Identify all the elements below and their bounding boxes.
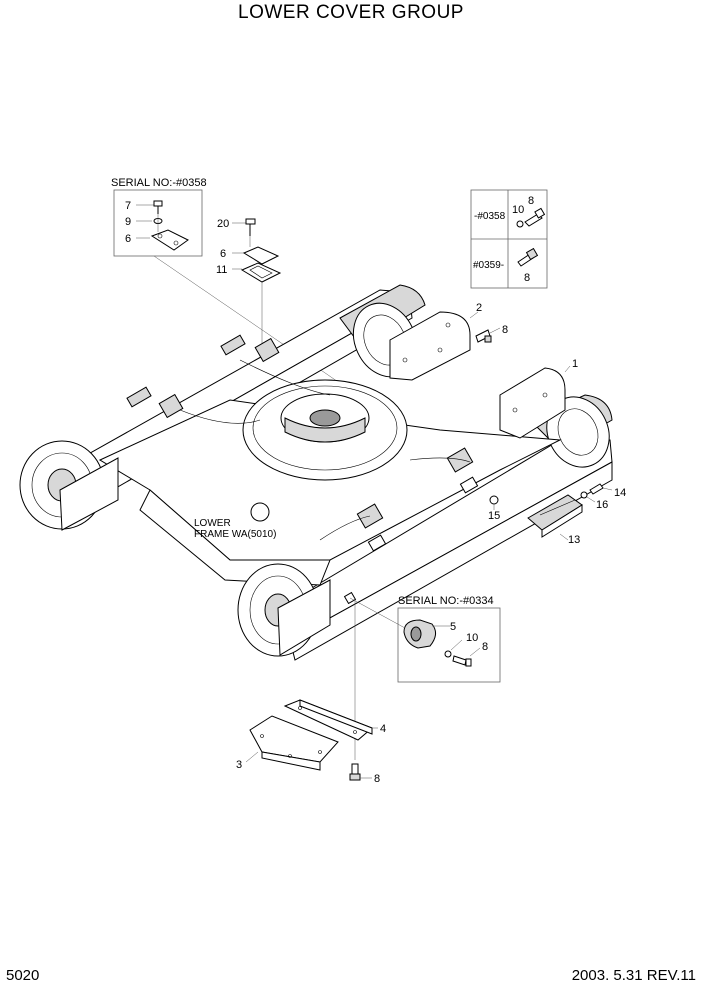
side-cover-2 (389, 311, 501, 381)
label-16: 16 (596, 499, 608, 511)
range-early-label: -#0358 (474, 211, 506, 222)
detail-box-serial-0358: SERIAL NO:-#0358 (111, 177, 351, 391)
serial-range-table: -#0358 #0359- (470, 189, 548, 289)
label-8a: 8 (528, 195, 534, 207)
label-10b: 10 (466, 632, 478, 644)
label-8d: 8 (482, 641, 488, 653)
label-2: 2 (476, 302, 482, 314)
label-5: 5 (450, 621, 456, 633)
label-20: 20 (217, 218, 229, 230)
label-8b: 8 (524, 272, 530, 284)
label-7: 7 (125, 200, 131, 212)
lower-frame (19, 284, 613, 661)
lower-frame-caption-2: FRAME WA(5010) (194, 529, 276, 540)
label-3: 3 (236, 759, 242, 771)
page-number: 5020 (6, 967, 40, 984)
label-14: 14 (614, 487, 626, 499)
label-4: 4 (380, 723, 386, 735)
side-cover-1 (499, 365, 571, 439)
step-bracket-13 (489, 483, 613, 541)
serial-0358-caption: SERIAL NO:-#0358 (111, 177, 207, 189)
cover-plate-assembly-20-6-11 (232, 218, 282, 345)
label-8c: 8 (502, 324, 508, 336)
label-9: 9 (125, 216, 131, 228)
label-10a: 10 (512, 204, 524, 216)
revision-date: 2003. 5.31 REV.11 (571, 967, 696, 984)
label-13: 13 (568, 534, 580, 546)
under-covers-3-4 (245, 600, 378, 781)
label-15: 15 (488, 510, 500, 522)
label-6a: 6 (125, 233, 131, 245)
detail-box-serial-0334: SERIAL NO:-#0334 (349, 595, 501, 683)
page-title: LOWER COVER GROUP (238, 2, 464, 23)
range-late-label: #0359- (473, 260, 504, 271)
serial-0334-caption: SERIAL NO:-#0334 (398, 595, 494, 607)
label-11: 11 (216, 264, 227, 276)
label-8e: 8 (374, 773, 380, 785)
label-6b: 6 (220, 248, 226, 260)
lower-frame-caption-1: LOWER (194, 518, 231, 529)
label-1: 1 (572, 358, 578, 370)
